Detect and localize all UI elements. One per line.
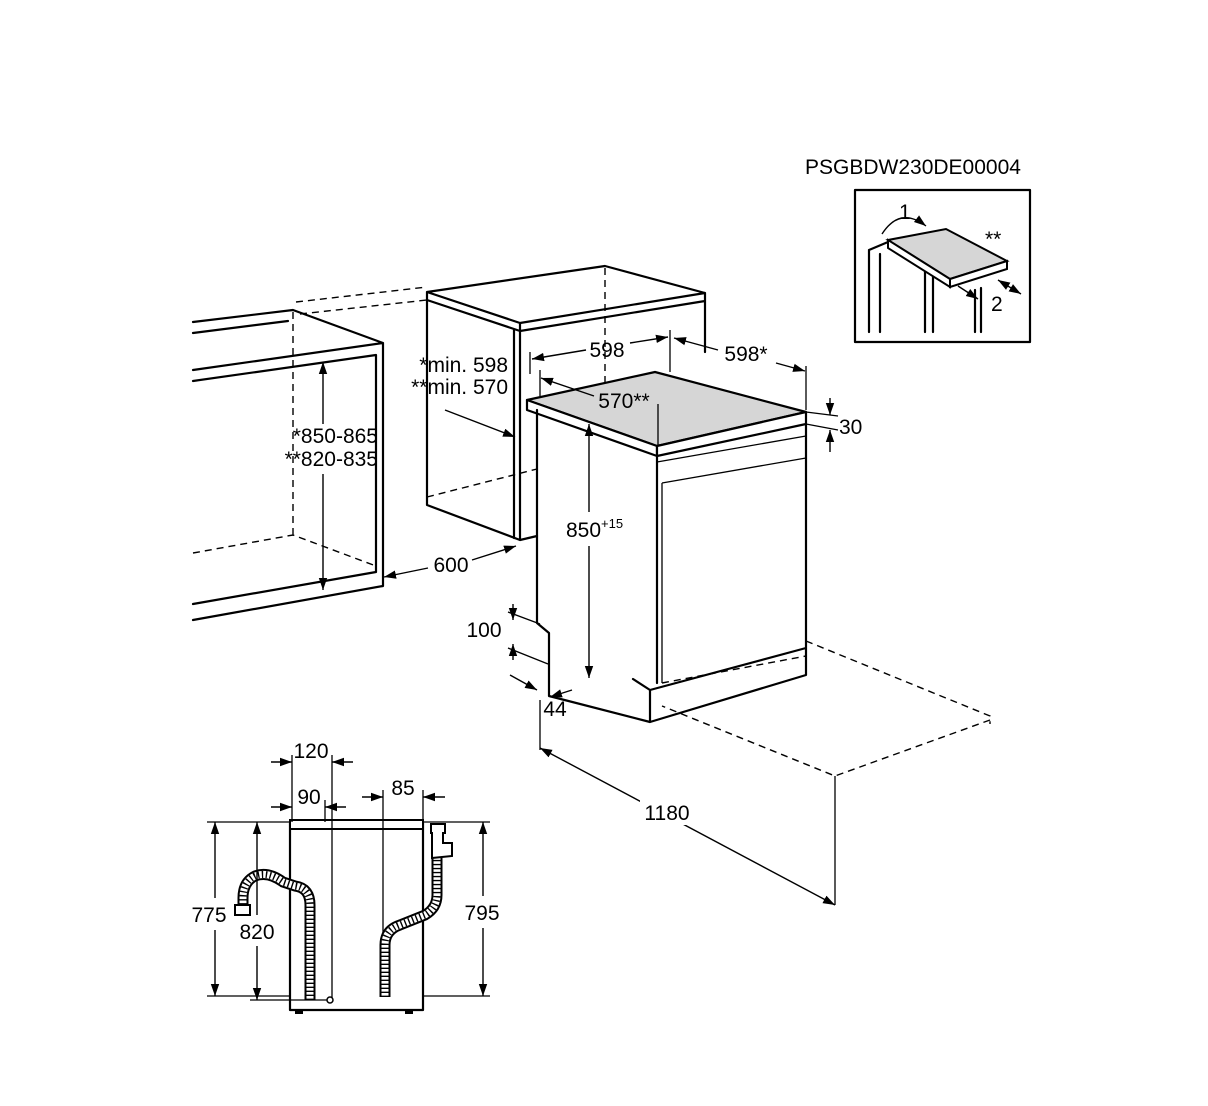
- niche-cabinet-hidden-lines: [426, 268, 606, 498]
- worktop-label: 30: [839, 416, 862, 439]
- plinth-height-label: 100: [466, 619, 501, 642]
- left-cabinet: [191, 286, 428, 622]
- hose-appliance-foot-right: [405, 1010, 413, 1014]
- inset-cabinet-posts: [867, 240, 983, 334]
- plinth-depth-arrow-right: [549, 689, 573, 698]
- plinth-depth-arrow-left: [509, 674, 538, 691]
- height-tolerance: +15: [601, 516, 623, 531]
- niche-width-leader: [444, 409, 516, 438]
- height-value: 850: [566, 519, 601, 542]
- dishwasher-plinth-line: [661, 655, 807, 684]
- hose-diagram: 120 90 85 775 820 795: [191, 740, 500, 1014]
- inlet-offset-label: 85: [391, 777, 414, 800]
- niche-depth-label: 600: [433, 554, 468, 577]
- niche-depth-dim-left: [383, 567, 429, 579]
- hose-appliance-foot-left: [295, 1010, 303, 1014]
- inset-step2-label: 2: [991, 293, 1003, 316]
- hose-width-outer-label: 120: [293, 740, 328, 763]
- inlet-hose-ribs: [381, 858, 441, 997]
- hose-width-inner-label: 90: [297, 786, 320, 809]
- inset-note-label: **: [985, 228, 1001, 251]
- dishwasher-body: [535, 408, 808, 724]
- depth-label: 598*: [724, 343, 767, 366]
- hose-height-left-label: 775: [191, 904, 226, 927]
- dishwasher-door: [656, 435, 807, 683]
- hose-height-mid-label: 820: [239, 921, 274, 944]
- inlet-hose-connector: [430, 823, 453, 860]
- niche-width-min-b-label: **min. 570: [411, 376, 508, 399]
- niche-height-b-label: **820-835: [285, 448, 378, 471]
- door-swing-area: [661, 640, 991, 777]
- door-swing-label-bg: [640, 797, 694, 825]
- inset-step2-arrow-b: [997, 279, 1022, 295]
- inlet-hose-inner: [381, 858, 441, 997]
- depth-dim-line-left: [673, 337, 719, 351]
- plinth-height-extension-lines: [507, 611, 549, 665]
- left-cabinet-outline: [191, 308, 385, 622]
- left-cabinet-hidden-lines: [192, 286, 428, 567]
- worktop-extension-lines: [805, 411, 839, 431]
- depth-alt-label: 570**: [598, 390, 649, 413]
- inset-step2-arrow-a: [957, 285, 979, 300]
- inset-worktop-removal: 1 2 **: [853, 188, 1032, 344]
- door-swing-extension-lines: [539, 700, 836, 905]
- niche-cabinet: [425, 264, 707, 542]
- depth-dim-line-right: [775, 362, 806, 372]
- door-swing-dim-line: [539, 747, 836, 906]
- worktop-top: [525, 370, 808, 448]
- niche-cabinet-outline: [425, 264, 707, 542]
- plinth-depth-label: 44: [543, 698, 567, 721]
- height-label: 850+15: [566, 516, 623, 542]
- niche-height-a-label: *850-865: [293, 425, 378, 448]
- niche-width-min-a-label: *min. 598: [419, 354, 508, 377]
- inset-step1-arrow: [881, 215, 927, 235]
- depth-alt-extension-lines: [539, 370, 659, 446]
- depth-alt-dim-line: [540, 377, 595, 397]
- inset-frame: [853, 188, 1032, 344]
- hose-appliance-top-panel: [289, 819, 424, 830]
- drain-hose-end: [234, 904, 251, 916]
- width-extension-lines: [529, 330, 671, 374]
- drain-outlet-point: [326, 996, 334, 1004]
- drawing-code: PSGBDW230DE00004: [805, 156, 1021, 179]
- niche-depth-dim-right: [471, 545, 517, 561]
- door-swing-label: 1180: [644, 802, 689, 825]
- drain-hose-ribs: [239, 871, 314, 1000]
- width-dim-line-right: [629, 334, 669, 344]
- inset-step1-label: 1: [899, 201, 911, 224]
- width-dim-line-left: [531, 349, 587, 362]
- dishwasher: [525, 370, 808, 724]
- width-label: 598: [589, 339, 624, 362]
- inset-worktop-edge-side: [949, 259, 1008, 289]
- hose-height-right-label: 795: [464, 902, 499, 925]
